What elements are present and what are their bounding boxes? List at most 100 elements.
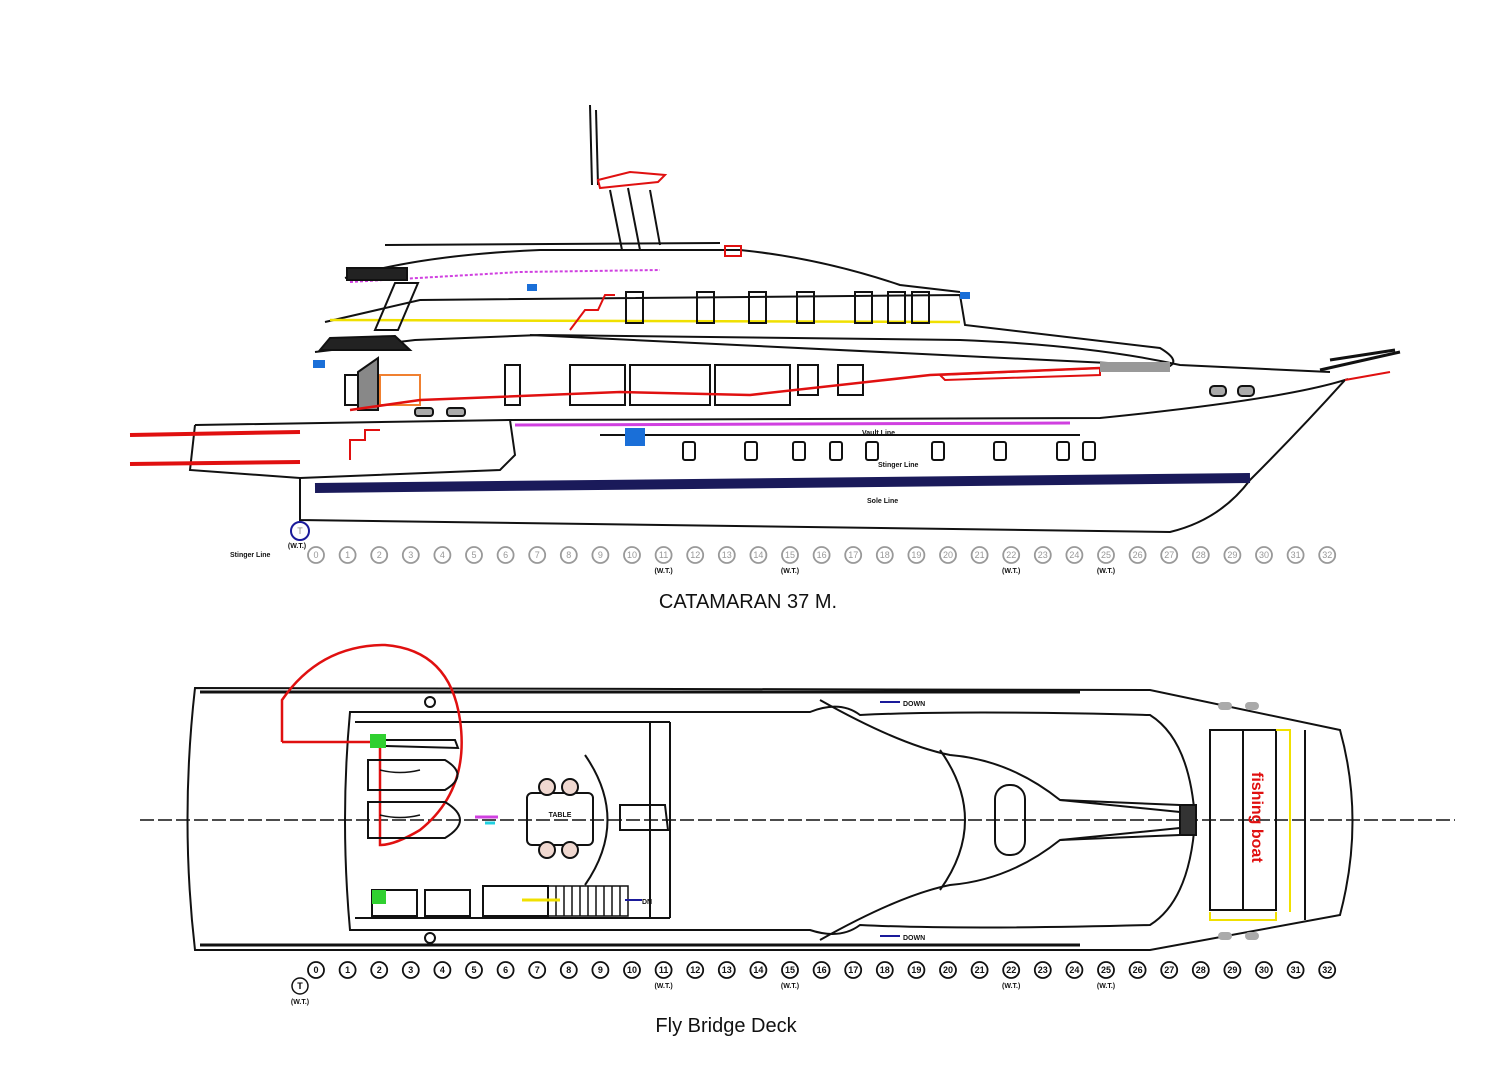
frame-number: 29	[1227, 550, 1237, 560]
vault-line-label: Vault Line	[862, 430, 895, 437]
frame-circle	[465, 546, 483, 564]
profile-title: CATAMARAN 37 M.	[659, 591, 837, 613]
watertight-label: (W.T.)	[654, 983, 672, 990]
svg-text:T: T	[297, 981, 303, 991]
frame-circle	[338, 961, 357, 979]
frame-number: 11	[659, 965, 669, 975]
frame-number: 16	[817, 550, 827, 560]
frame-number: 9	[598, 550, 603, 560]
deck-outline	[186, 686, 1354, 951]
frame-circle	[465, 961, 483, 979]
frame-circle	[749, 546, 768, 564]
frame-number: 22	[1006, 550, 1016, 560]
frame-number: 13	[722, 550, 732, 560]
watertight-label: (W.T.)	[781, 568, 799, 575]
jetski-2	[367, 801, 461, 839]
frame-circle	[1128, 546, 1147, 564]
watertight-label: (W.T.)	[781, 983, 799, 990]
frame-number: 11	[659, 550, 668, 560]
plan-transom-frame-marker: T (W.T.)	[291, 977, 309, 1006]
frame-number: 19	[911, 965, 921, 975]
frame-number: 20	[943, 965, 953, 975]
frame-number: 25	[1101, 965, 1111, 975]
stinger-line-left-label: Stinger Line	[230, 552, 271, 559]
down-label-bottom: DOWN	[903, 935, 925, 942]
frame-number: 10	[627, 550, 637, 560]
frame-circle	[1318, 546, 1337, 564]
frame-number: 8	[566, 550, 571, 560]
frame-circle	[717, 961, 736, 979]
watertight-label: (W.T.)	[1002, 983, 1020, 990]
frame-circle	[1097, 961, 1115, 979]
frame-circle	[1223, 546, 1242, 564]
frame-number: 14	[753, 965, 763, 975]
frame-circle	[1033, 961, 1052, 979]
frame-circle	[370, 546, 389, 564]
frame-number: 5	[471, 965, 476, 975]
frame-circle	[1065, 546, 1084, 564]
frame-circle	[338, 546, 357, 564]
frame-circle	[1286, 546, 1305, 564]
frame-circle	[528, 961, 547, 979]
frame-circle	[749, 961, 768, 979]
frame-number: 7	[535, 550, 540, 560]
frame-number: 18	[880, 965, 890, 975]
frame-circle	[939, 961, 957, 979]
frame-circle	[1160, 961, 1179, 979]
frame-number: 6	[503, 550, 508, 560]
dn-label: DN	[642, 899, 652, 906]
fishing-boat-label: fishing boat	[1248, 772, 1265, 863]
table	[526, 792, 594, 846]
main-deck	[314, 333, 1331, 373]
frame-circle	[907, 961, 926, 979]
watertight-label: (W.T.)	[654, 568, 672, 575]
frame-number: 28	[1196, 965, 1206, 975]
frame-number: 25	[1101, 550, 1111, 560]
frame-number: 14	[753, 550, 763, 560]
frame-circle	[1033, 546, 1052, 564]
frame-number: 15	[785, 550, 795, 560]
watertight-label: (W.T.)	[1002, 568, 1020, 575]
frame-number: 8	[566, 965, 571, 975]
frame-circle	[433, 546, 452, 564]
watertight-label: (W.T.)	[1097, 983, 1115, 990]
frame-number: 19	[911, 550, 921, 560]
fishing-boat	[1209, 729, 1291, 921]
frame-circle	[1286, 961, 1305, 979]
frame-circle	[686, 961, 705, 979]
frame-number: 26	[1133, 550, 1143, 560]
frame-number: 9	[598, 965, 603, 975]
frame-number: 5	[471, 550, 476, 560]
frame-number: 27	[1164, 965, 1174, 975]
plan-title: Fly Bridge Deck	[655, 1015, 797, 1037]
frame-number: 4	[440, 550, 445, 560]
frame-number: 17	[848, 965, 858, 975]
frame-circle	[970, 961, 989, 979]
flybridge-superstructure	[344, 705, 1197, 935]
frame-circle	[591, 546, 610, 564]
frame-circle	[1160, 546, 1179, 564]
frame-circle	[654, 961, 673, 979]
frame-circle	[623, 961, 641, 979]
frame-number: 32	[1322, 965, 1332, 975]
frame-circle	[1255, 546, 1273, 564]
frame-number: 16	[817, 965, 827, 975]
frame-number: 4	[440, 965, 445, 975]
frame-circle	[686, 546, 705, 564]
frame-circle	[907, 546, 926, 564]
frame-circle	[1128, 961, 1147, 979]
frame-circle	[307, 961, 325, 979]
frame-number: 15	[785, 965, 795, 975]
frame-number: 12	[690, 550, 700, 560]
frame-number: 3	[408, 550, 413, 560]
frame-circle	[307, 546, 325, 564]
frame-number: 3	[408, 965, 413, 975]
transom-frame-marker: T (W.T.)	[288, 521, 310, 550]
sole-line-label: Sole Line	[867, 498, 898, 505]
frame-circle	[844, 546, 863, 564]
mast	[589, 104, 668, 251]
stinger-line-label: Stinger Line	[878, 462, 919, 469]
frame-circle	[1002, 546, 1021, 564]
frame-circle	[875, 961, 894, 979]
